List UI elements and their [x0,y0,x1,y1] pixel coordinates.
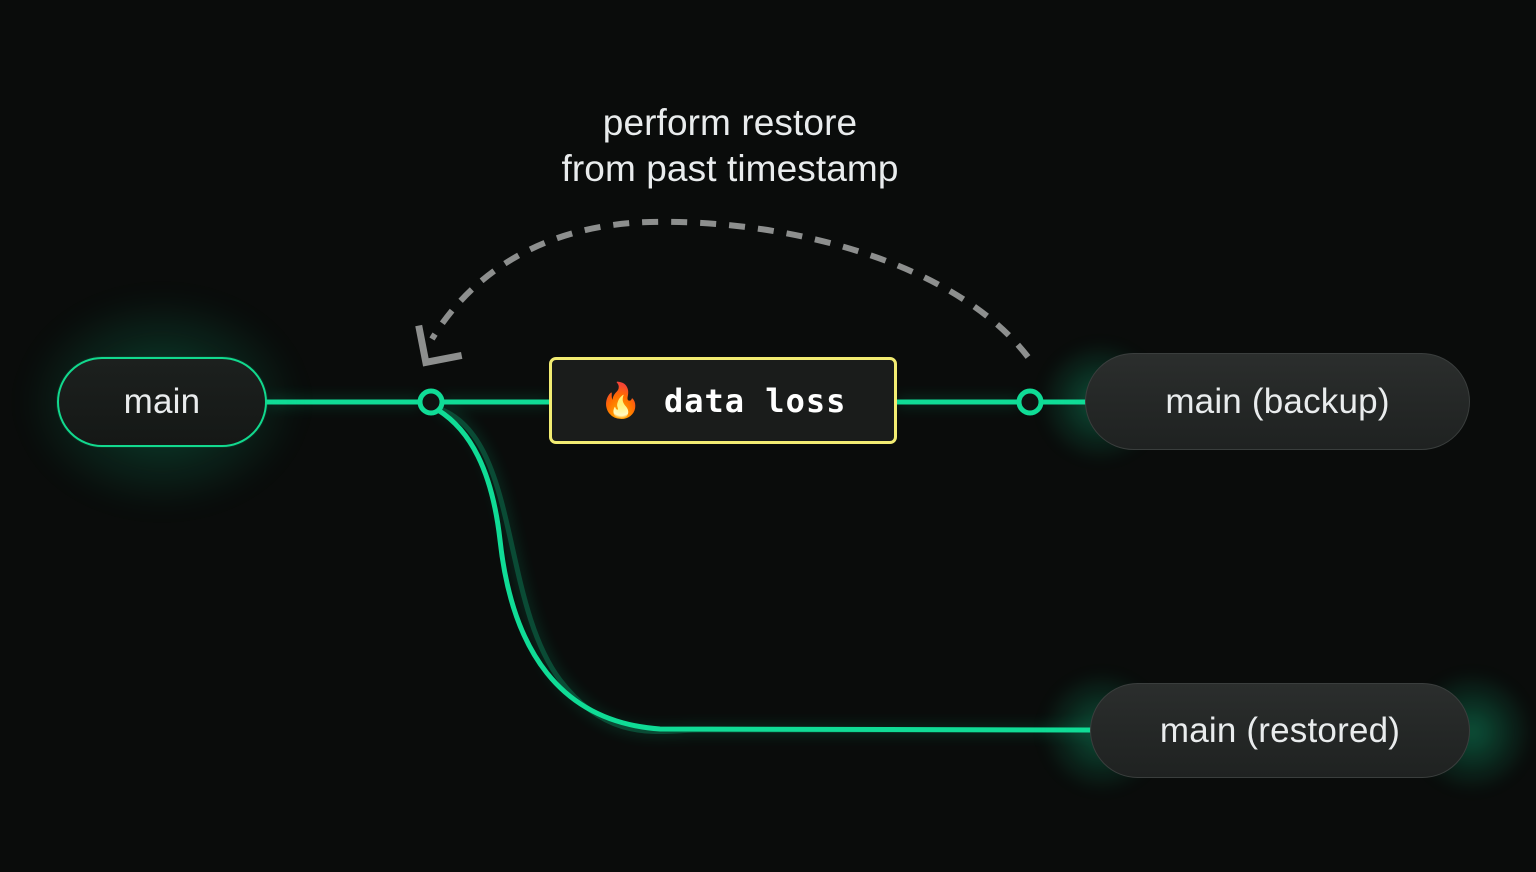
node-main-backup[interactable]: main (backup) [1085,353,1470,450]
connector-glow-group [267,399,1090,734]
node-main-restored-label: main (restored) [1159,710,1401,750]
commit-dot-backup [1016,388,1044,416]
node-main-label: main [123,382,201,421]
fire-emoji-icon: 🔥 [599,381,642,420]
node-main-restored[interactable]: main (restored) [1090,683,1470,778]
node-main[interactable]: main [57,357,267,447]
data-loss-label: data loss [663,381,847,420]
restore-arrowhead-icon [415,324,463,367]
data-loss-box[interactable]: 🔥 data loss [549,357,897,444]
edge-branch-point-to-restored [435,407,1093,733]
node-main-backup-label: main (backup) [1165,381,1390,421]
restore-arrow-dashed-path [429,218,1031,359]
commit-dot-branch-point [417,388,445,416]
